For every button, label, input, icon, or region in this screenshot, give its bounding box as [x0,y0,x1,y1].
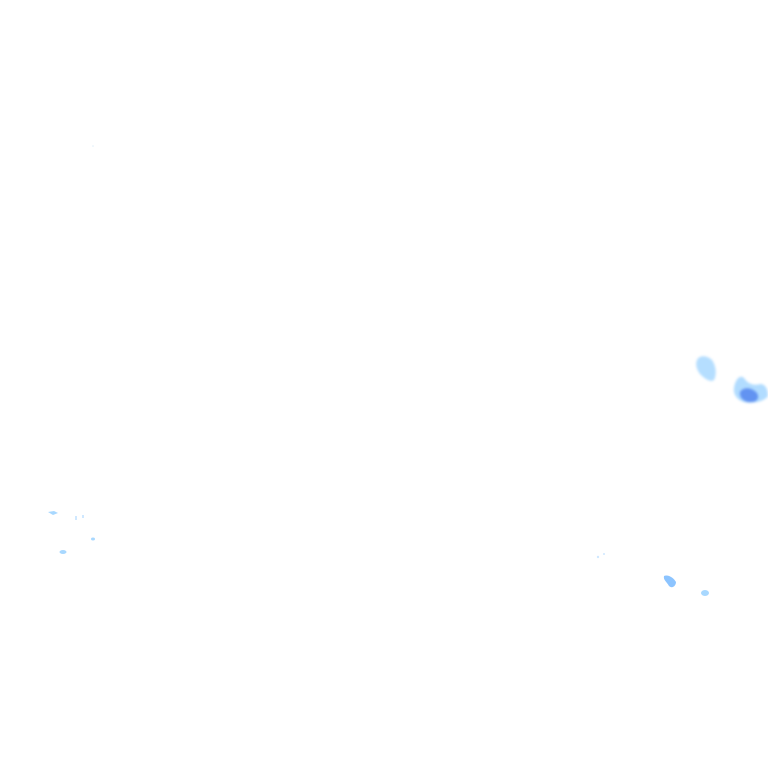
radar-echo-faint-dot [92,145,94,147]
echo-dot [596,555,600,559]
echo-shape [701,590,709,596]
radar-echo-southeast-speck-a [663,575,676,588]
radar-echo-southeast-speck-c [596,553,605,559]
echo-shape [663,575,676,588]
echo-shape [696,356,716,381]
echo-dot [75,516,77,520]
echo-dot [48,511,58,515]
echo-dot [82,515,84,518]
radar-echo-southwest-specks [48,511,95,554]
echo-shape-core [739,388,759,403]
echo-dot [59,550,67,554]
radar-echo-southeast-speck-b [701,590,709,596]
echo-dot [91,537,95,541]
radar-echo-east-cluster-upper [696,356,716,381]
radar-echo-east-cluster-main [733,376,768,403]
echo-dot [603,553,605,555]
